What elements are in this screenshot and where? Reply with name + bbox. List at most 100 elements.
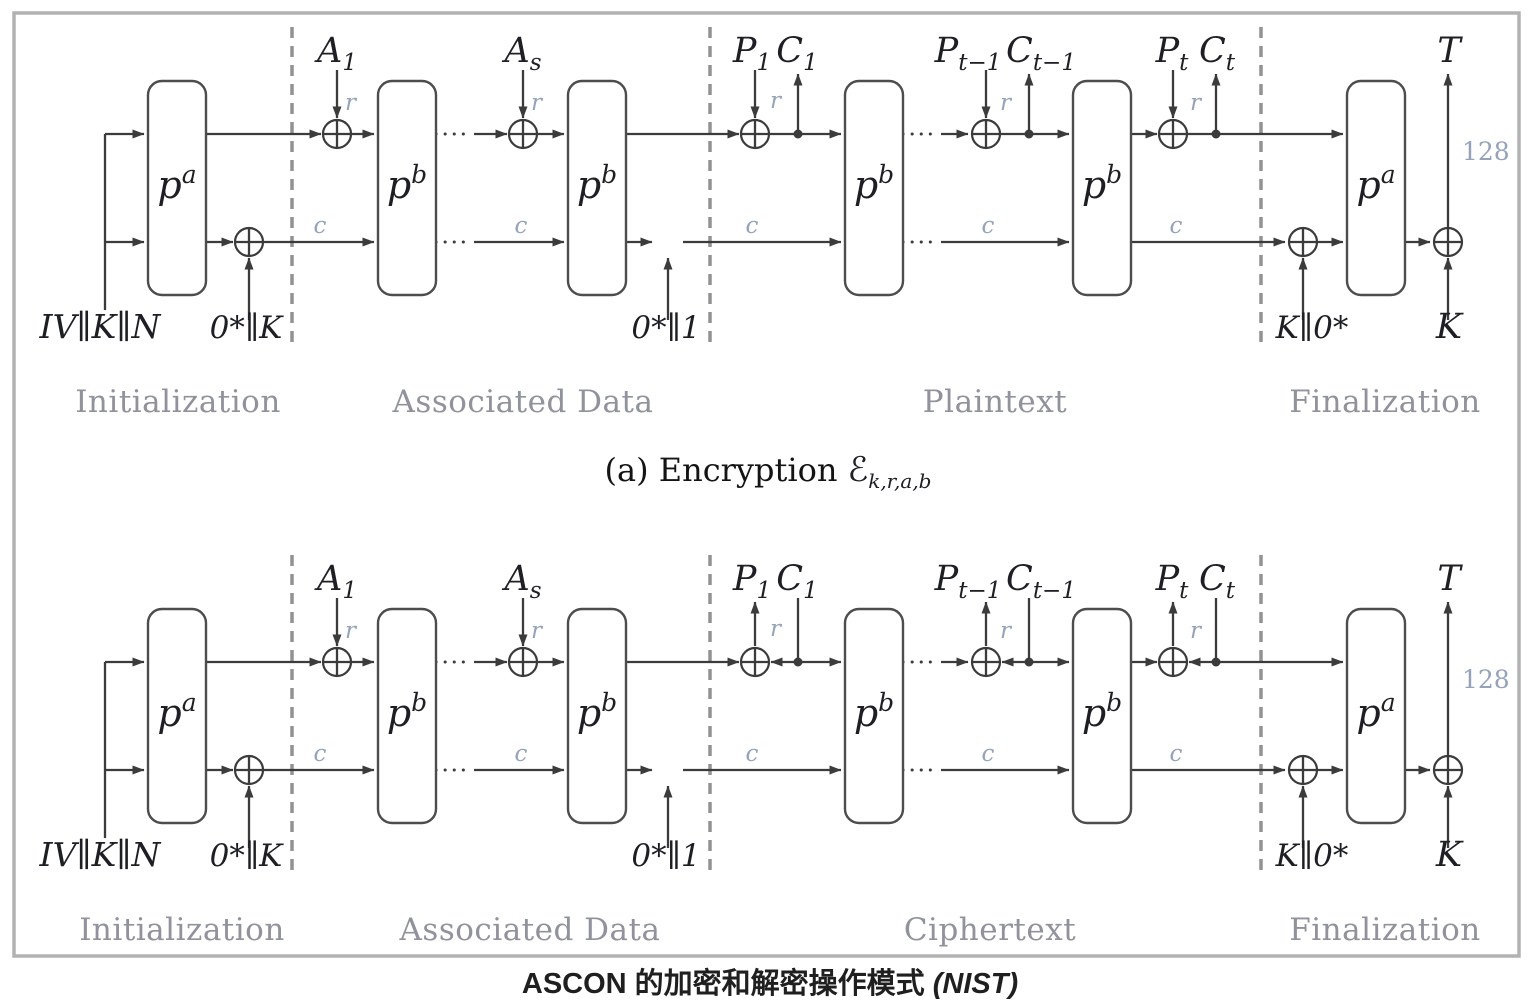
pb-label: pb <box>387 160 427 207</box>
rate-label: r <box>531 618 544 644</box>
xor-ciphertext-t <box>1157 646 1189 678</box>
p1-label: P1 <box>732 31 771 76</box>
pb-box <box>566 607 628 825</box>
pa-label: pa <box>1356 160 1395 207</box>
xor-plaintext-t1 <box>970 118 1002 150</box>
section-label-finalization: Finalization <box>1289 384 1481 420</box>
pa-box <box>146 607 208 825</box>
capacity-label: c <box>314 741 327 767</box>
section-label-plaintext: Plaintext <box>923 384 1067 420</box>
rate-label: r <box>770 616 783 642</box>
key-label: K <box>1435 307 1464 347</box>
key-label: K <box>1435 835 1464 875</box>
pb-box <box>1071 79 1133 297</box>
state-wires <box>103 70 1453 320</box>
xor-init-key <box>233 226 265 258</box>
pt-label: Pt <box>1155 31 1190 76</box>
a1-label: A1 <box>314 559 357 604</box>
ct-1-label: Ct−1 <box>1006 559 1076 604</box>
encryption-diagram: IV∥K∥N 0*∥K pa pb pb pb pb pa A1 As 0*∥1… <box>39 27 1510 493</box>
pb-label: pb <box>577 688 617 735</box>
ct-1-label: Ct−1 <box>1006 31 1076 76</box>
init-key-label: 0*∥K <box>210 838 285 874</box>
xor-absorb-a1 <box>321 118 353 150</box>
ct-label: Ct <box>1199 559 1236 604</box>
capacity-label: c <box>982 741 995 767</box>
junction-dot <box>793 657 803 667</box>
pb-label: pb <box>1082 688 1122 735</box>
pa-box <box>1345 607 1407 825</box>
pa-label: pa <box>157 160 196 207</box>
rate-label: r <box>1000 90 1013 116</box>
xor-plaintext-1 <box>739 118 771 150</box>
c1-label: C1 <box>776 559 817 604</box>
tag-label: T <box>1437 31 1463 71</box>
xor-ciphertext-1 <box>739 646 771 678</box>
xor-ciphertext-t1 <box>970 646 1002 678</box>
ct-label: Ct <box>1199 31 1236 76</box>
xor-tag <box>1432 226 1464 258</box>
as-label: As <box>501 559 541 604</box>
capacity-label: c <box>982 213 995 239</box>
capacity-label: c <box>515 741 528 767</box>
xor-plaintext-t <box>1157 118 1189 150</box>
pb-box <box>843 79 905 297</box>
xor-init-key <box>233 754 265 786</box>
caption-encryption: (a) Encryption ℰk,r,a,b <box>605 450 932 493</box>
rate-label: r <box>1190 90 1203 116</box>
section-label-finalization: Finalization <box>1289 912 1481 948</box>
bits-label: 128 <box>1462 137 1510 166</box>
bits-label: 128 <box>1462 665 1510 694</box>
rate-label: r <box>345 618 358 644</box>
figure-border <box>12 11 1521 958</box>
capacity-label: c <box>1170 213 1183 239</box>
pad-label: 0*∥1 <box>631 838 700 874</box>
section-label-ciphertext: Ciphertext <box>904 912 1076 948</box>
capacity-label: c <box>314 213 327 239</box>
pb-box <box>843 607 905 825</box>
pt-label: Pt <box>1155 559 1190 604</box>
capacity-label: c <box>746 213 759 239</box>
section-label-associated-data: Associated Data <box>392 384 654 420</box>
junction-dot <box>1024 129 1034 139</box>
junction-dot <box>1211 657 1221 667</box>
pa-label: pa <box>1356 688 1395 735</box>
initial-state-label: IV∥K∥N <box>39 835 162 874</box>
figure-caption: ASCON 的加密和解密操作模式 (NIST) <box>522 966 1018 1000</box>
capacity-label: c <box>746 741 759 767</box>
pb-label: pb <box>854 688 894 735</box>
junction-dot <box>1024 657 1034 667</box>
pt-1-label: Pt−1 <box>934 31 1002 76</box>
xor-final-key <box>1287 754 1319 786</box>
xor-absorb-as <box>507 118 539 150</box>
junction-dot <box>1211 129 1221 139</box>
xor-final-key <box>1287 226 1319 258</box>
pb-label: pb <box>577 160 617 207</box>
as-label: As <box>501 31 541 76</box>
rate-label: r <box>531 90 544 116</box>
pb-label: pb <box>854 160 894 207</box>
initial-state-label: IV∥K∥N <box>39 307 162 346</box>
pa-box <box>1345 79 1407 297</box>
xor-tag <box>1432 754 1464 786</box>
rate-label: r <box>345 90 358 116</box>
pa-label: pa <box>157 688 196 735</box>
pb-box <box>376 607 438 825</box>
pb-label: pb <box>387 688 427 735</box>
final-key-label: K∥0* <box>1275 838 1349 874</box>
final-key-label: K∥0* <box>1275 310 1349 346</box>
rate-label: r <box>770 88 783 114</box>
c1-label: C1 <box>776 31 817 76</box>
pad-label: 0*∥1 <box>631 310 700 346</box>
rate-label: r <box>1000 618 1013 644</box>
section-label-initialization: Initialization <box>79 912 285 948</box>
a1-label: A1 <box>314 31 357 76</box>
init-key-label: 0*∥K <box>210 310 285 346</box>
tag-label: T <box>1437 559 1463 599</box>
pb-box <box>566 79 628 297</box>
pb-box <box>376 79 438 297</box>
state-wires <box>103 598 1453 848</box>
junction-dot <box>793 129 803 139</box>
